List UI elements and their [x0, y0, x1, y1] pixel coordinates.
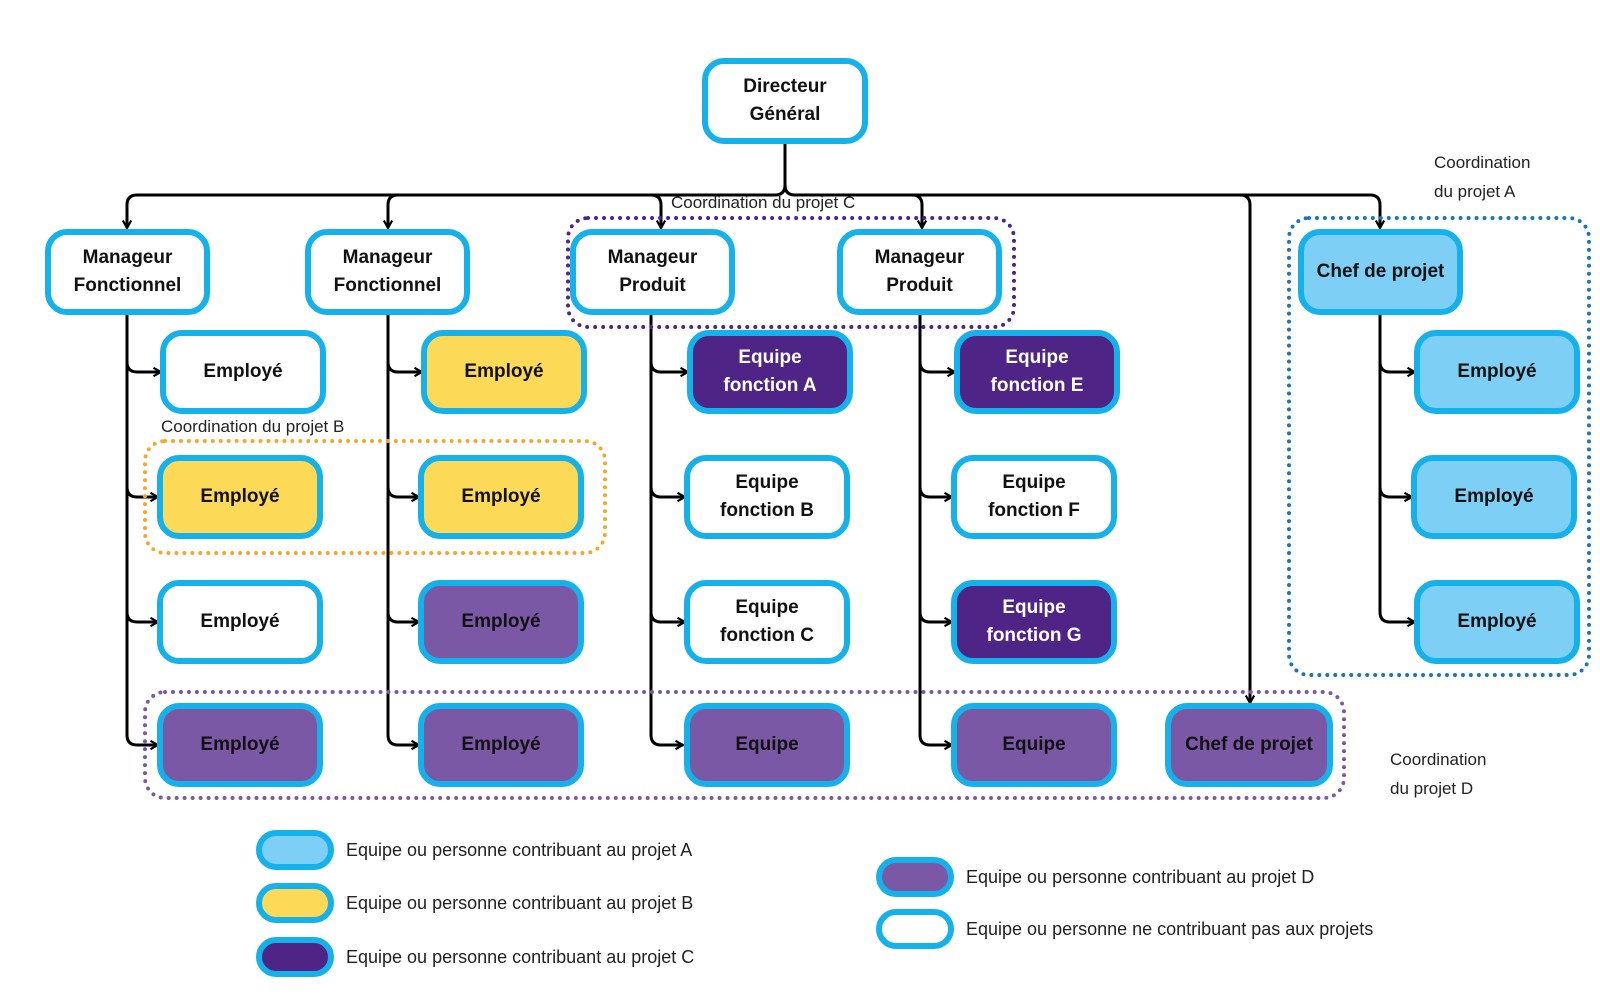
node-mf1-employe-2[interactable]: Employé: [157, 455, 323, 539]
legend-swatch-project-d: [876, 857, 954, 897]
node-mf2-employe-1[interactable]: Employé: [421, 330, 587, 414]
node-equipe-fonction-e[interactable]: Equipe fonction E: [954, 330, 1120, 414]
connector-mf2-spine: [386, 314, 419, 745]
connector-ceo-mp2: [911, 193, 922, 228]
group-label-a: Coordination du projet A: [1434, 153, 1531, 201]
group-label-d: Coordination du projet D: [1390, 750, 1487, 798]
node-ceo[interactable]: Directeur Général: [702, 58, 868, 144]
group-project-c: [566, 216, 1016, 329]
legend-swatch-none: [876, 909, 954, 949]
legend-swatch-project-c: [256, 937, 334, 977]
connector-mp2-f: [918, 486, 952, 497]
node-mf2-employe-3[interactable]: Employé: [418, 580, 584, 664]
group-project-d: [143, 690, 1346, 800]
connector-mp2-g: [918, 611, 952, 622]
legend-swatch-project-a: [256, 830, 334, 870]
connector-mf1-e1: [125, 361, 161, 372]
connector-mf1-e2: [125, 486, 158, 497]
connector-mf2-e2: [386, 486, 419, 497]
connector-ceo-mp1: [650, 193, 661, 228]
group-project-b: [143, 439, 607, 555]
connector-mf1-e3: [125, 611, 158, 622]
connector-mp1-c: [649, 611, 685, 622]
group-project-a: [1287, 216, 1591, 677]
node-manageur-produit-1[interactable]: Manageur Produit: [570, 229, 735, 315]
node-manageur-fonctionnel-1[interactable]: Manageur Fonctionnel: [45, 229, 210, 315]
connector-ceo-right: [783, 184, 1380, 228]
legend-text-project-d: Equipe ou personne contribuant au projet…: [966, 867, 1315, 887]
node-equipe-fonction-b[interactable]: Equipe fonction B: [684, 455, 850, 539]
legend-text-none: Equipe ou personne ne contribuant pas au…: [966, 919, 1374, 939]
connector-mf2-e1: [386, 361, 422, 372]
legend-swatch-project-b: [256, 883, 334, 923]
node-cpa-employe-3[interactable]: Employé: [1414, 580, 1580, 664]
legend-text-project-a: Equipe ou personne contribuant au projet…: [346, 840, 693, 860]
node-chef-de-projet-d[interactable]: Chef de projet: [1165, 703, 1333, 787]
legend-text-project-b: Equipe ou personne contribuant au projet…: [346, 893, 694, 913]
connector-mp2-spine: [918, 314, 952, 745]
node-equipe-fonction-f[interactable]: Equipe fonction F: [951, 455, 1117, 539]
connector-ceo-bus: [127, 184, 787, 228]
node-mp2-equipe[interactable]: Equipe: [951, 703, 1117, 787]
connector-ceo-cpd: [1239, 193, 1250, 703]
node-equipe-fonction-a[interactable]: Equipe fonction A: [687, 330, 853, 414]
connector-mp2-e: [918, 361, 955, 372]
connector-cpa-spine: [1378, 314, 1415, 622]
node-equipe-fonction-g[interactable]: Equipe fonction G: [951, 580, 1117, 664]
connector-mp1-spine: [649, 314, 683, 745]
connector-cpa-e1: [1378, 361, 1415, 372]
node-mp1-equipe[interactable]: Equipe: [684, 703, 850, 787]
node-manageur-fonctionnel-2[interactable]: Manageur Fonctionnel: [305, 229, 470, 315]
node-mf1-employe-4[interactable]: Employé: [157, 703, 323, 787]
connector-mf1-spine: [125, 314, 158, 745]
connector-mp1-b: [649, 486, 685, 497]
node-chef-de-projet-a[interactable]: Chef de projet: [1298, 229, 1463, 315]
connector-mf2-e3: [386, 611, 419, 622]
connector-cpa-e2: [1378, 486, 1412, 497]
node-cpa-employe-2[interactable]: Employé: [1411, 455, 1577, 539]
legend-text-project-c: Equipe ou personne contribuant au projet…: [346, 947, 695, 967]
node-mf2-employe-2[interactable]: Employé: [418, 455, 584, 539]
node-mf2-employe-4[interactable]: Employé: [418, 703, 584, 787]
node-equipe-fonction-c[interactable]: Equipe fonction C: [684, 580, 850, 664]
node-mf1-employe-3[interactable]: Employé: [157, 580, 323, 664]
node-mf1-employe-1[interactable]: Employé: [160, 330, 326, 414]
connector-ceo-mf2: [388, 193, 399, 228]
group-label-c: Coordination du projet C: [671, 193, 856, 212]
group-label-b: Coordination du projet B: [161, 417, 345, 436]
connector-mp1-a: [649, 361, 688, 372]
node-manageur-produit-2[interactable]: Manageur Produit: [837, 229, 1002, 315]
node-cpa-employe-1[interactable]: Employé: [1414, 330, 1580, 414]
